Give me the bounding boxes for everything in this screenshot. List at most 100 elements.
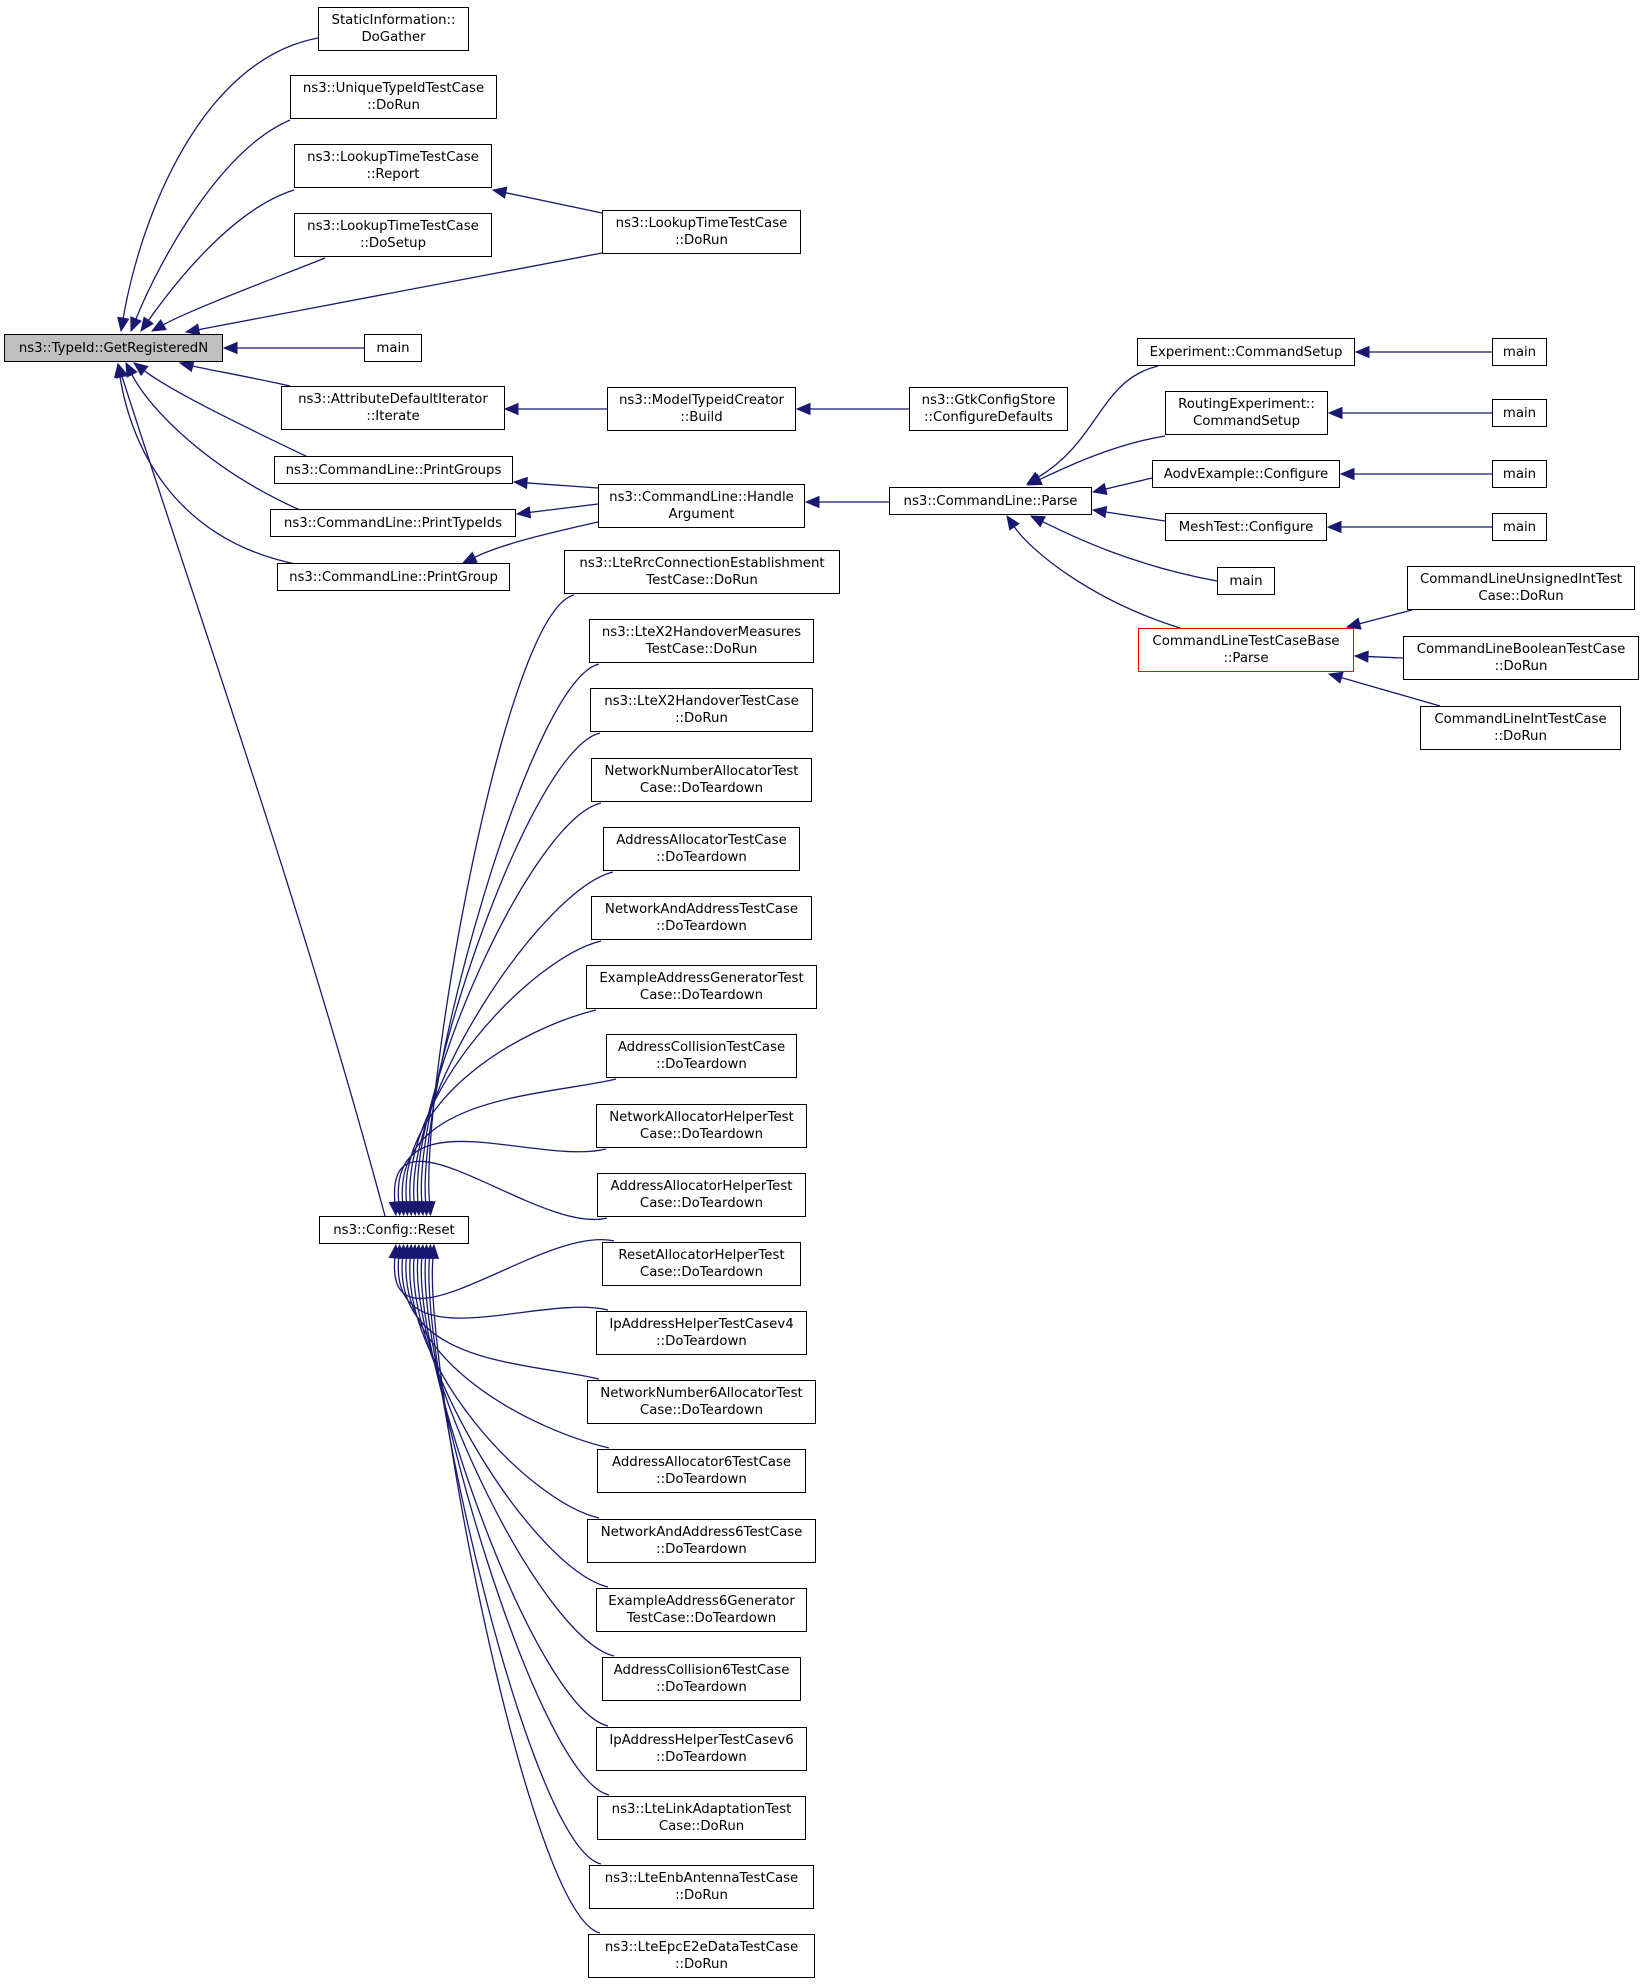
node-label-line2: DoGather bbox=[361, 30, 426, 45]
edge-line bbox=[428, 1257, 602, 1865]
node-attributedefaultiterator-iterate[interactable]: ns3::AttributeDefaultIterator::Iterate bbox=[281, 386, 505, 430]
node-lookuptimetestcase-report[interactable]: ns3::LookupTimeTestCase::Report bbox=[294, 144, 492, 188]
edge-arrowhead bbox=[132, 362, 149, 377]
node-lookuptimetestcase-dosetup[interactable]: ns3::LookupTimeTestCase::DoSetup bbox=[294, 213, 492, 257]
node-main[interactable]: main bbox=[1217, 567, 1275, 595]
node-ipaddresshelpertestcasev4-doteardown[interactable]: IpAddressHelperTestCasev4::DoTeardown bbox=[596, 1311, 807, 1355]
edge-line bbox=[397, 1257, 609, 1319]
edge-arrowhead bbox=[150, 318, 167, 332]
node-lteenbantennatestcase-dorun[interactable]: ns3::LteEnbAntennaTestCase::DoRun bbox=[589, 1865, 814, 1909]
edge-line bbox=[416, 802, 602, 1203]
node-label-line1: ns3::LookupTimeTestCase bbox=[307, 150, 479, 165]
edge-arrowhead bbox=[178, 359, 195, 373]
node-networkandaddress6testcase-doteardown[interactable]: NetworkAndAddress6TestCase::DoTeardown bbox=[587, 1519, 816, 1563]
node-label-line1: ResetAllocatorHelperTest bbox=[618, 1248, 785, 1263]
edge-arrowhead bbox=[125, 361, 138, 378]
node-label: main bbox=[1502, 405, 1537, 421]
node-lookuptimetestcase-dorun[interactable]: ns3::LookupTimeTestCase::DoRun bbox=[602, 210, 801, 254]
node-addressallocator6testcase-doteardown[interactable]: AddressAllocator6TestCase::DoTeardown bbox=[597, 1449, 806, 1493]
node-label-line1: ExampleAddress6Generator bbox=[608, 1594, 795, 1609]
edge-line bbox=[529, 503, 599, 514]
node-label-line2: ::DoRun bbox=[675, 233, 728, 248]
node-modeltypeidcreator-build[interactable]: ns3::ModelTypeidCreator::Build bbox=[607, 387, 796, 431]
node-routingexperiment-commandsetup[interactable]: RoutingExperiment::CommandSetup bbox=[1165, 391, 1328, 435]
node-addressallocatortestcase-doteardown[interactable]: AddressAllocatorTestCase::DoTeardown bbox=[603, 827, 800, 871]
edge-line bbox=[121, 376, 386, 1217]
edge-arrowhead bbox=[1339, 467, 1355, 481]
node-main[interactable]: main bbox=[1492, 513, 1547, 541]
node-label-line2: Case::DoRun bbox=[1478, 589, 1564, 604]
node-label: main bbox=[1502, 519, 1537, 535]
node-label-line1: CommandLineBooleanTestCase bbox=[1416, 642, 1626, 657]
node-label-line2: Argument bbox=[668, 507, 735, 522]
node-label-line1: CommandLineIntTestCase bbox=[1434, 712, 1607, 727]
edge-line bbox=[198, 252, 603, 331]
node-ltex2handovertestcase-dorun[interactable]: ns3::LteX2HandoverTestCase::DoRun bbox=[590, 688, 813, 732]
node-label-line1: NetworkNumber6AllocatorTest bbox=[600, 1386, 803, 1401]
node-lteepce2edatatestcase-dorun[interactable]: ns3::LteEpcE2eDataTestCase::DoRun bbox=[588, 1934, 815, 1978]
edge-line bbox=[397, 1140, 607, 1203]
node-aodvexample-configure[interactable]: AodvExample::Configure bbox=[1152, 460, 1340, 488]
node-addresscollisiontestcase-doteardown[interactable]: AddressCollisionTestCase::DoTeardown bbox=[606, 1034, 797, 1078]
node-networkandaddresstestcase-doteardown[interactable]: NetworkAndAddressTestCase::DoTeardown bbox=[591, 896, 812, 940]
node-ipaddresshelpertestcasev6-doteardown[interactable]: IpAddressHelperTestCasev6::DoTeardown bbox=[596, 1727, 807, 1771]
node-label-line2: Case::DoTeardown bbox=[639, 781, 764, 796]
edge-arrowhead bbox=[1327, 671, 1344, 684]
node-commandline-printgroup[interactable]: ns3::CommandLine::PrintGroup bbox=[277, 563, 510, 591]
node-experiment-commandsetup[interactable]: Experiment::CommandSetup bbox=[1137, 338, 1355, 366]
edge-line bbox=[413, 871, 614, 1203]
node-commandlinebooleantestcase-dorun[interactable]: CommandLineBooleanTestCase::DoRun bbox=[1403, 636, 1639, 680]
node-label-line1: IpAddressHelperTestCasev4 bbox=[609, 1317, 794, 1332]
node-root-getregisteredn[interactable]: ns3::TypeId::GetRegisteredN bbox=[4, 334, 223, 362]
node-label-line1: CommandLineUnsignedIntTest bbox=[1419, 572, 1623, 587]
node-gtkconfigstore-configuredefaults[interactable]: ns3::GtkConfigStore::ConfigureDefaults bbox=[909, 387, 1068, 431]
node-commandlineinttestcase-dorun[interactable]: CommandLineIntTestCase::DoRun bbox=[1420, 706, 1621, 750]
node-label-line1: AddressAllocatorTestCase bbox=[616, 833, 787, 848]
node-label-line2: TestCase::DoRun bbox=[646, 573, 758, 588]
node-label-line2: ::DoTeardown bbox=[656, 1057, 747, 1072]
node-label-line1: CommandLineTestCaseBase bbox=[1152, 634, 1340, 649]
edge-line bbox=[401, 1078, 617, 1203]
node-config-reset[interactable]: ns3::Config::Reset bbox=[319, 1216, 469, 1244]
node-main[interactable]: main bbox=[1492, 460, 1547, 488]
edge-arrowhead bbox=[1354, 345, 1370, 359]
node-label-line1: ns3::GtkConfigStore bbox=[921, 393, 1056, 408]
node-main[interactable]: main bbox=[1492, 399, 1547, 427]
node-commandline-printtypeids[interactable]: ns3::CommandLine::PrintTypeIds bbox=[270, 509, 516, 537]
node-commandline-printgroups[interactable]: ns3::CommandLine::PrintGroups bbox=[274, 456, 513, 484]
node-main[interactable]: main bbox=[364, 334, 422, 362]
node-label-line1: NetworkAllocatorHelperTest bbox=[609, 1110, 794, 1125]
edge-arrowhead bbox=[515, 506, 532, 519]
node-label-line1: ns3::LteEpcE2eDataTestCase bbox=[604, 1940, 799, 1955]
edge-arrowhead bbox=[130, 316, 142, 333]
node-uniquetypeidtestcase-dorun[interactable]: ns3::UniqueTypeIdTestCase::DoRun bbox=[290, 75, 497, 119]
node-staticinformation-dogather[interactable]: StaticInformation::DoGather bbox=[318, 7, 469, 51]
node-addresscollision6testcase-doteardown[interactable]: AddressCollision6TestCase::DoTeardown bbox=[602, 1657, 801, 1701]
node-label: main bbox=[376, 340, 410, 356]
node-label-line2: TestCase::DoTeardown bbox=[626, 1611, 777, 1626]
node-label: main bbox=[1229, 573, 1263, 589]
edge-line bbox=[409, 940, 602, 1203]
node-label-line1: ns3::LookupTimeTestCase bbox=[307, 219, 479, 234]
node-main[interactable]: main bbox=[1492, 338, 1547, 366]
node-label: MeshTest::Configure bbox=[1178, 519, 1314, 535]
node-meshtest-configure[interactable]: MeshTest::Configure bbox=[1165, 513, 1327, 541]
node-label-line1: ExampleAddressGeneratorTest bbox=[599, 971, 804, 986]
edge-line bbox=[122, 37, 319, 319]
node-commandline-parse[interactable]: ns3::CommandLine::Parse bbox=[889, 487, 1092, 515]
node-label-line2: Case::DoTeardown bbox=[639, 1403, 764, 1418]
node-commandlinetestcasebase-parse[interactable]: CommandLineTestCaseBase::Parse bbox=[1138, 628, 1354, 672]
edge-line bbox=[474, 521, 599, 558]
